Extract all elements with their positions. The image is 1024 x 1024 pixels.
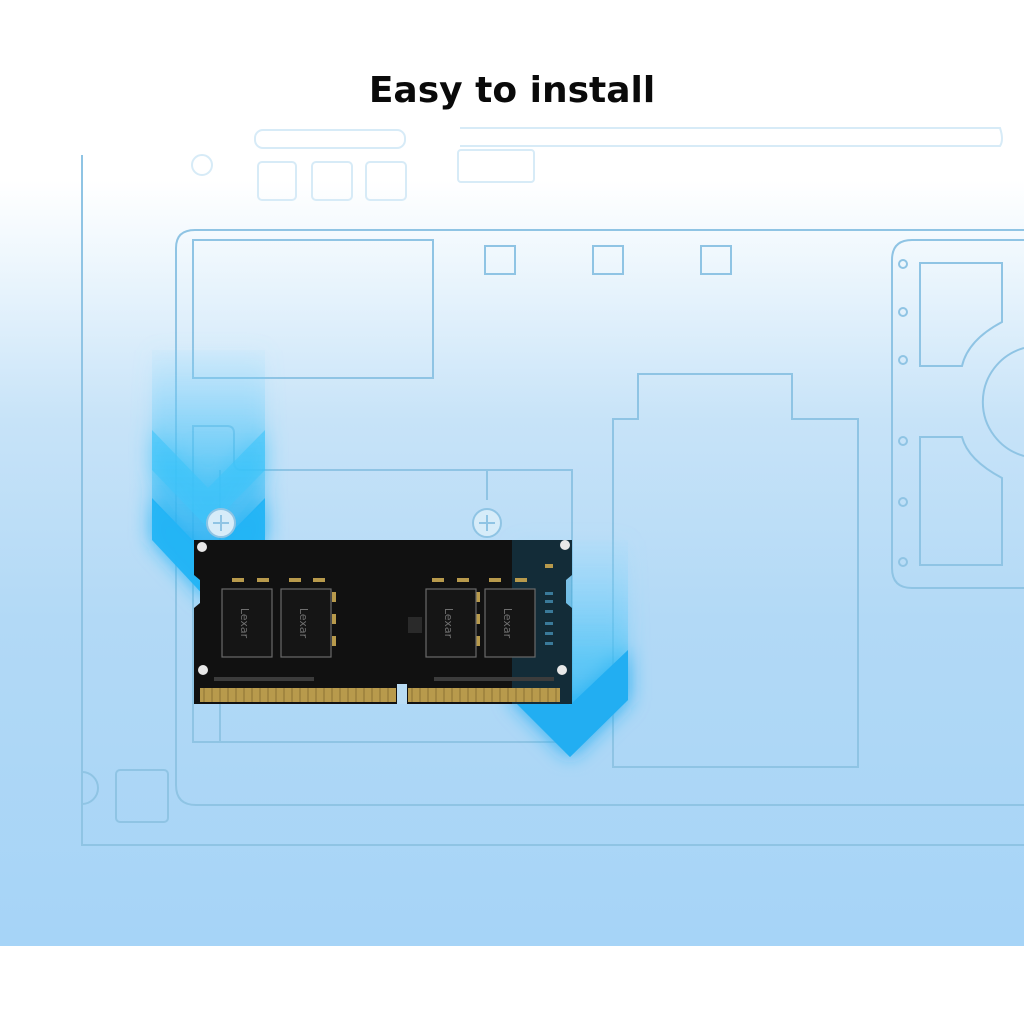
right-slot-top [919,262,1003,367]
ram-module[interactable]: Lexar Lexar Lexar Lexar [194,540,572,704]
page-title: Easy to install [368,70,656,111]
right-bracket-outline [891,239,1024,589]
right-bracket-holes [898,259,908,567]
chassis-outline [81,155,1024,846]
chip-label-4: Lexar [501,608,514,639]
gold-contacts-left [200,688,396,702]
bottom-port-outline [115,769,169,823]
bottom-margin [0,946,1024,1024]
plus-screw-icon [472,508,502,538]
mainboard-outline [175,229,1024,806]
small-pad-3 [700,245,732,275]
battery-outline [612,373,859,768]
chip-block-outline [192,239,434,379]
chip-label-3: Lexar [442,608,455,639]
memory-chip-2 [280,588,332,658]
memory-chip-3 [425,588,477,658]
plus-screw-icon [206,508,236,538]
chip-label-1: Lexar [238,608,251,639]
memory-chip-4 [484,588,536,658]
small-pad-2 [592,245,624,275]
small-pad-1 [484,245,516,275]
right-slot-bottom [919,436,1003,566]
memory-chip-1 [221,588,273,658]
install-illustration: Lexar Lexar Lexar Lexar [0,0,1024,946]
chip-label-2: Lexar [297,608,310,639]
laptop-board-outline: Lexar Lexar Lexar Lexar [81,127,1024,846]
fan-circle-outline [981,347,1024,457]
top-vents [191,127,1003,201]
board-outlines [81,127,1024,846]
